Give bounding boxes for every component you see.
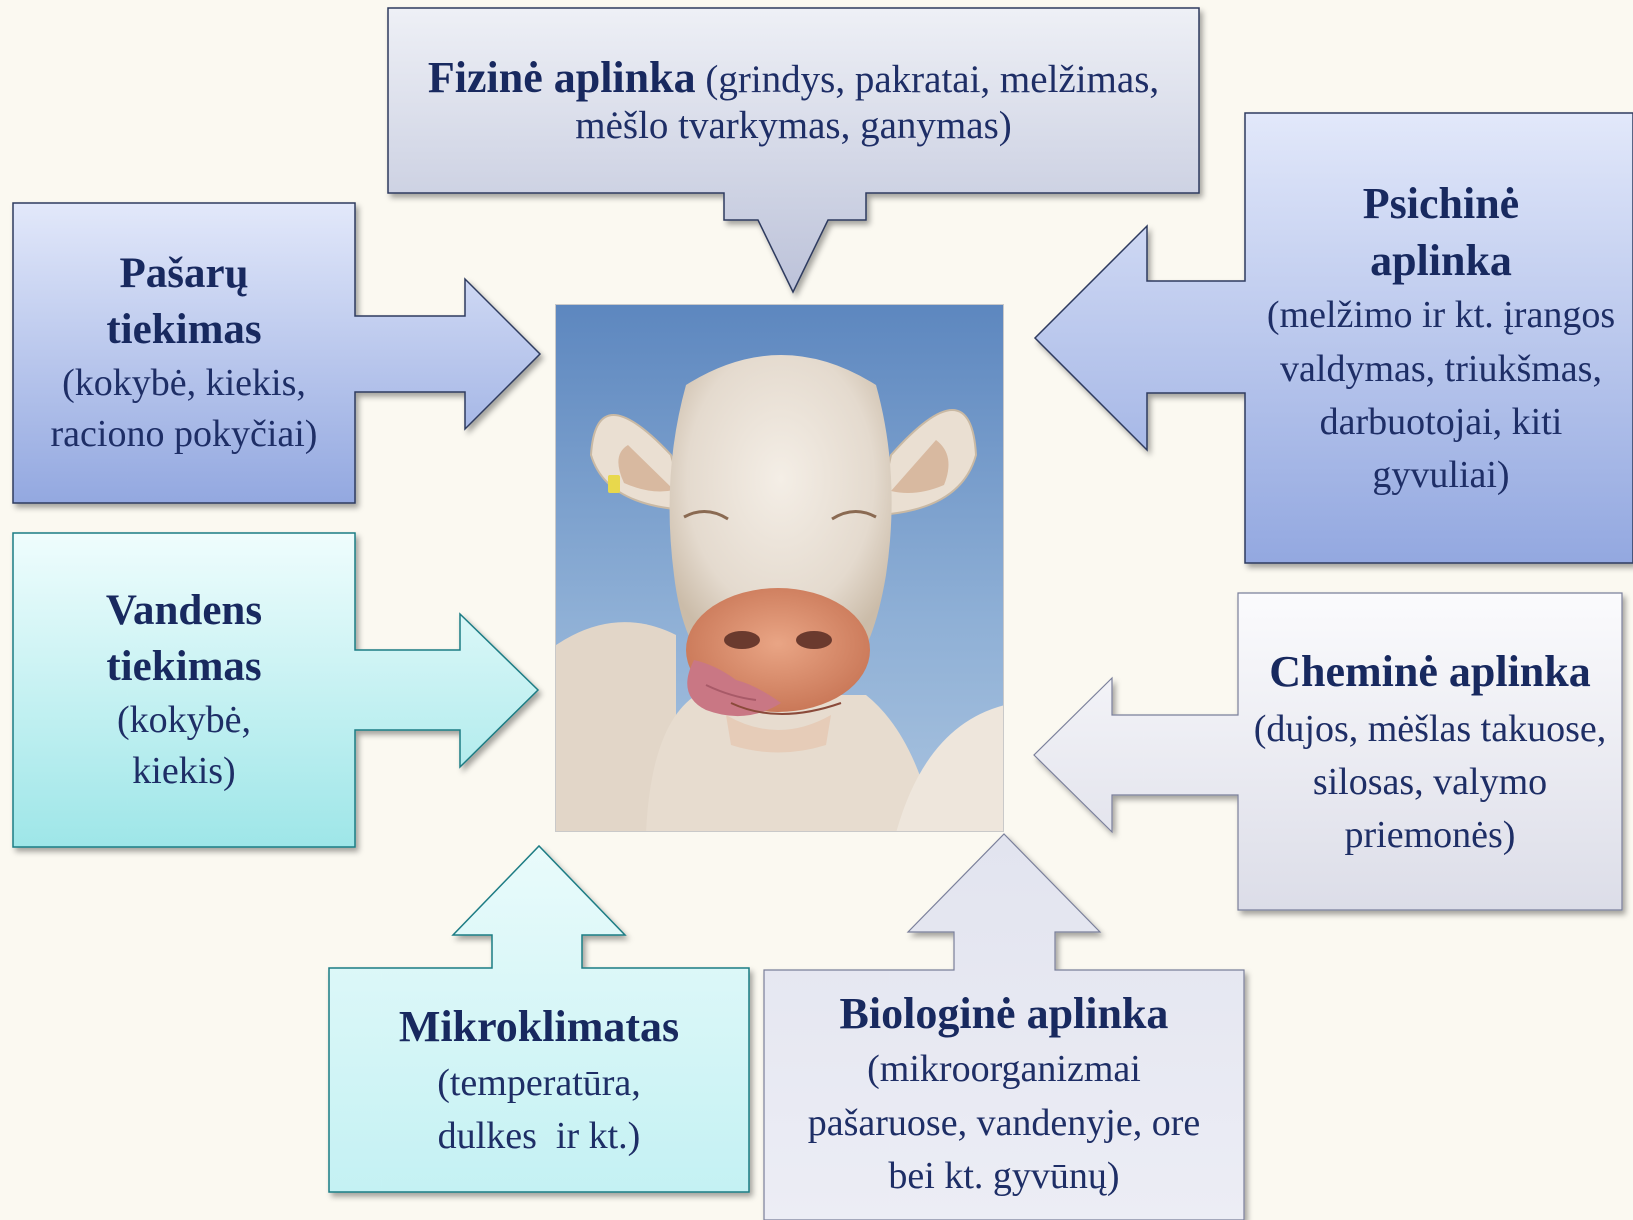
chemine-title: Cheminė aplinka [1269, 647, 1591, 696]
box-biologine-aplinka: Biologinė aplinka (mikroorganizmai pašar… [768, 974, 1240, 1220]
box-chemine-aplinka: Cheminė aplinka (dujos, mėšlas takuose, … [1242, 597, 1618, 906]
pasaru-title: Pašarų tiekimas [74, 246, 294, 358]
cow-photo-icon [556, 305, 1004, 832]
biologine-desc: (mikroorganizmai pašaruose, vandenyje, o… [784, 1043, 1224, 1203]
psichine-desc: (melžimo ir kt. įrangos valdymas, triukš… [1261, 289, 1621, 502]
biologine-title: Biologinė aplinka [840, 984, 1169, 1043]
vandens-title: Vandens tiekimas [74, 583, 294, 695]
vandens-desc: (kokybė, kiekis) [84, 695, 284, 798]
chemine-desc: (dujos, mėšlas takuose, silosas, valymo … [1254, 708, 1607, 856]
box-mikroklimatas: Mikroklimatas (temperatūra, dulkes ir kt… [333, 972, 745, 1188]
box-fizine-aplinka: Fizinė aplinka (grindys, pakratai, melži… [392, 12, 1195, 189]
box-pasaru-tiekimas: Pašarų tiekimas (kokybė, kiekis, raciono… [17, 207, 351, 499]
mikroklimatas-title: Mikroklimatas [399, 997, 679, 1056]
fizine-title: Fizinė aplinka [428, 53, 696, 102]
psichine-title: Psichinė aplinka [1331, 175, 1551, 289]
box-psichine-aplinka: Psichinė aplinka (melžimo ir kt. įrangos… [1249, 118, 1633, 559]
mikroklimatas-desc: (temperatūra, dulkes ir kt.) [399, 1057, 679, 1163]
cow-photo [555, 304, 1004, 832]
pasaru-desc: (kokybė, kiekis, raciono pokyčiai) [34, 358, 334, 461]
box-vandens-tiekimas: Vandens tiekimas (kokybė, kiekis) [17, 537, 351, 843]
